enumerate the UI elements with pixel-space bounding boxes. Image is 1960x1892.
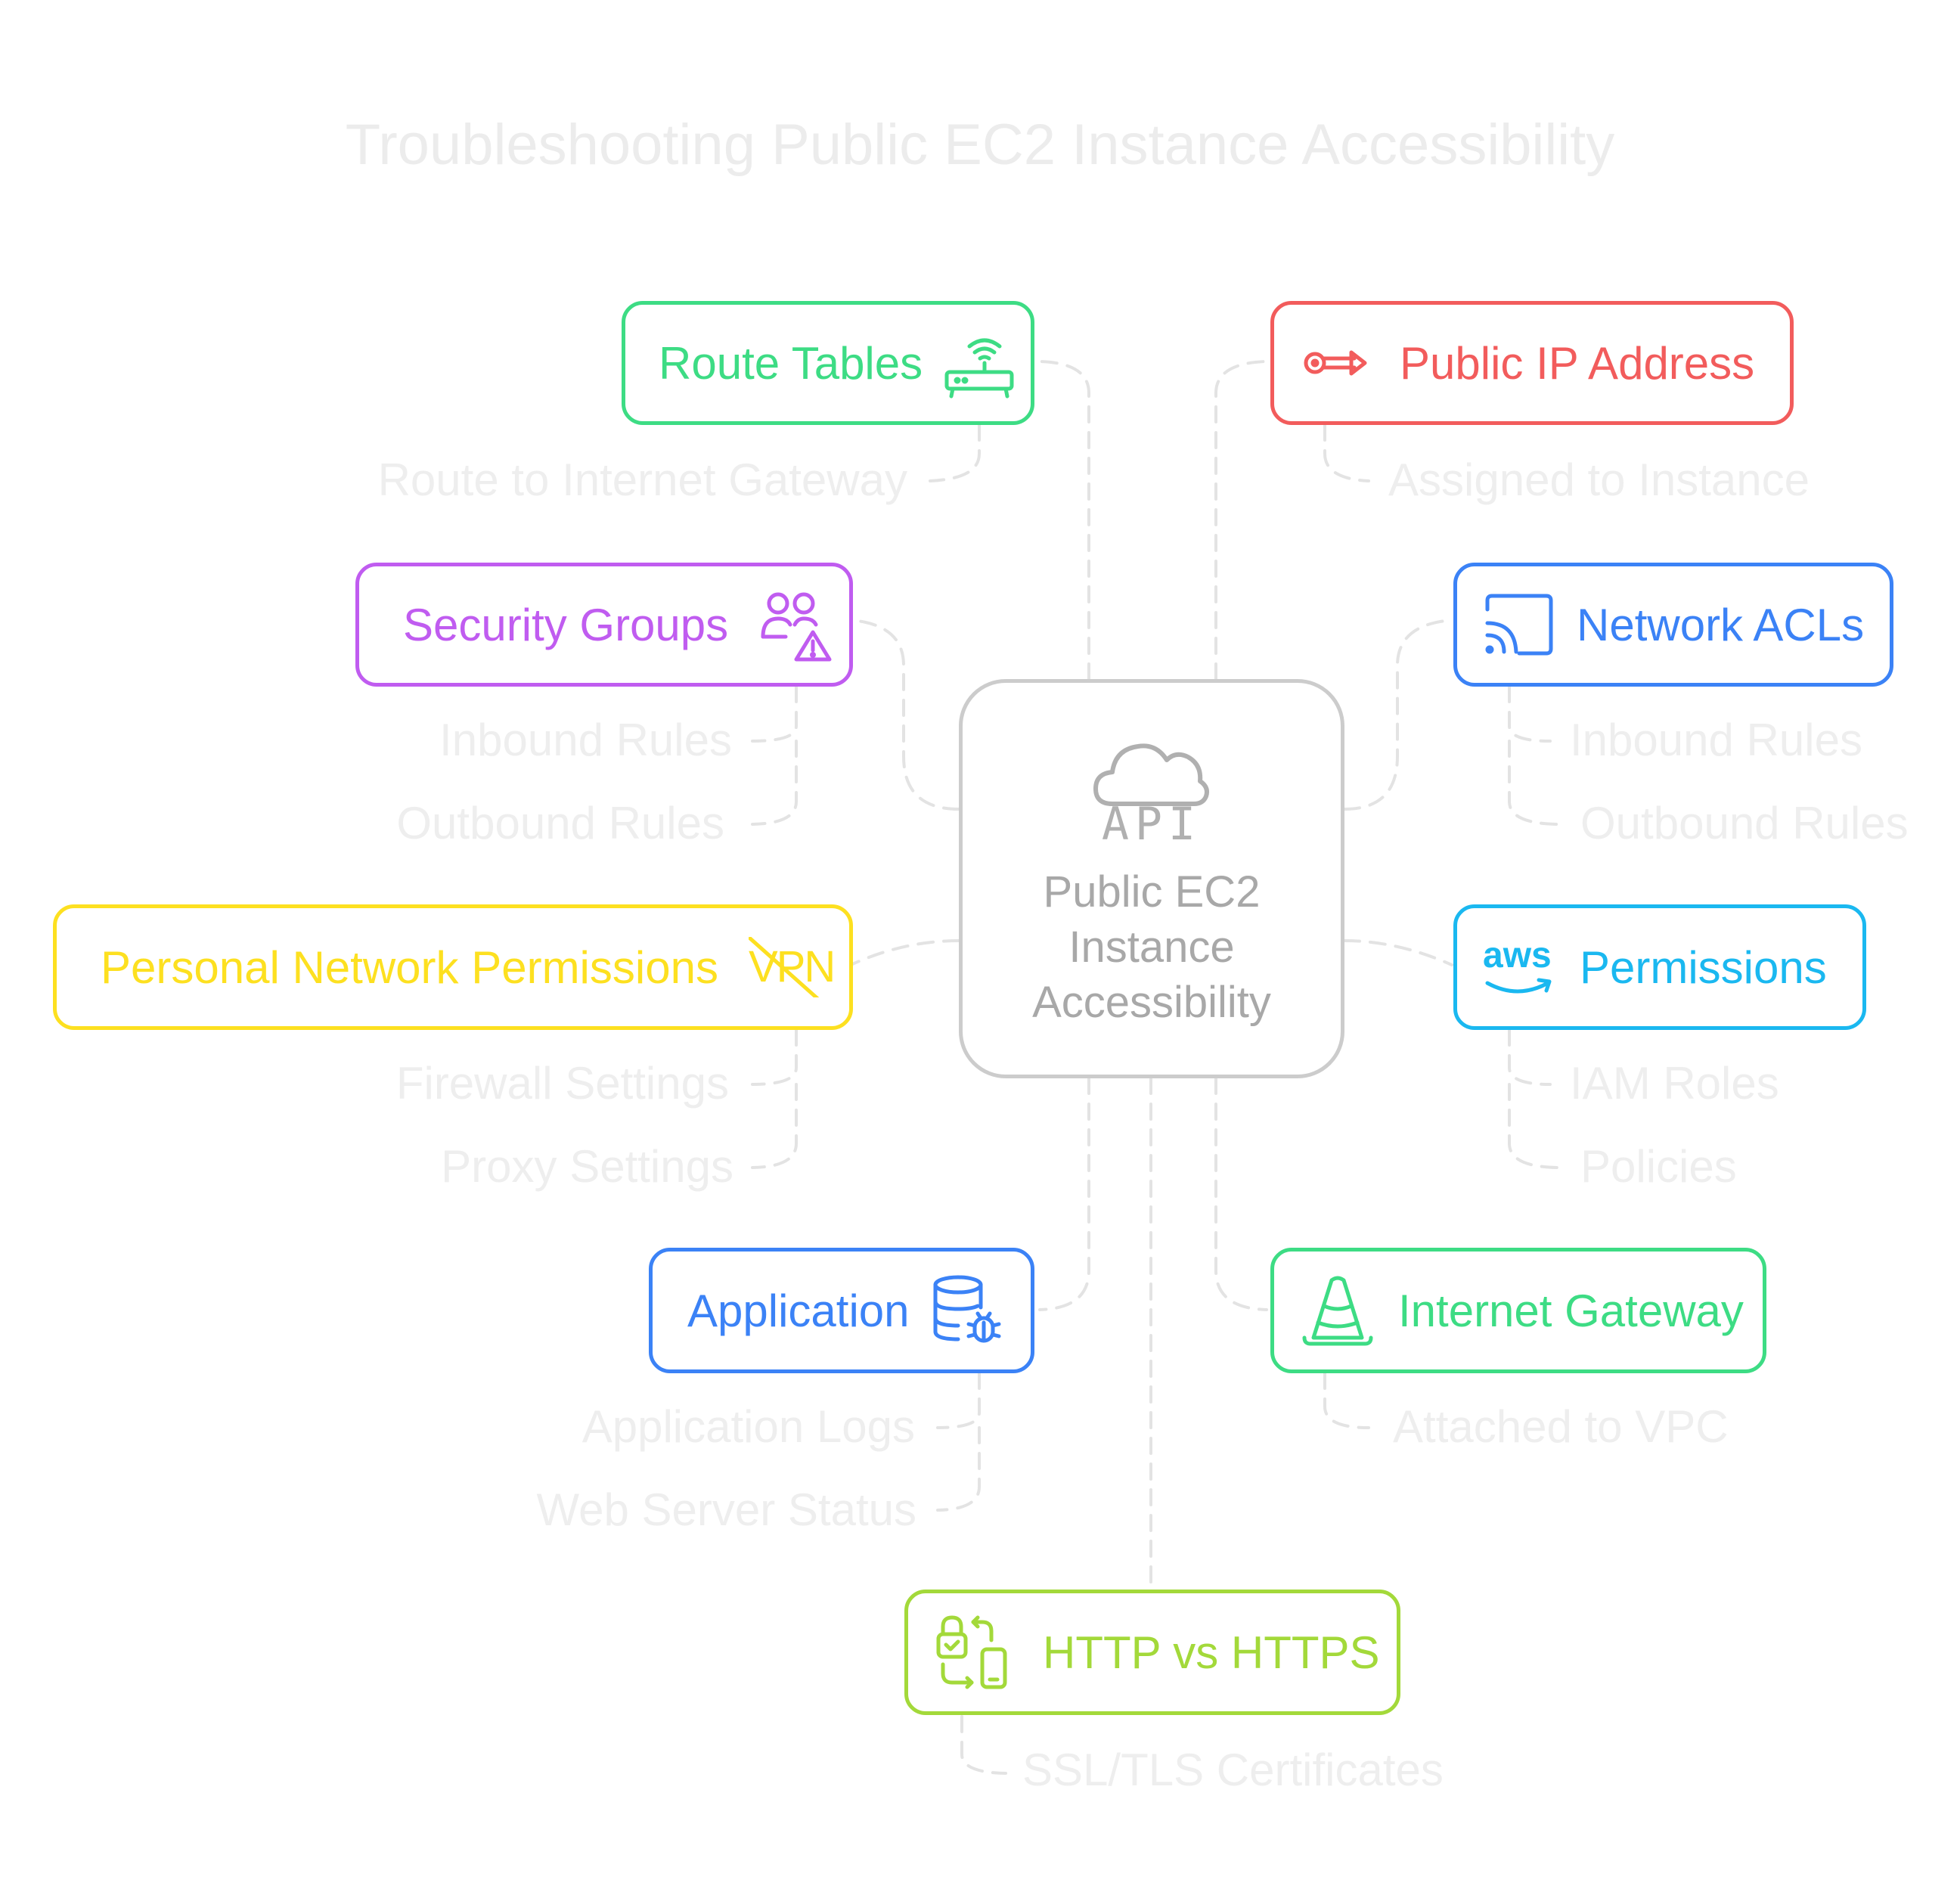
network-acls-label: Network ACLs: [1577, 599, 1865, 650]
cast-screen-icon: [1485, 594, 1553, 656]
connector-sub-proxy: [751, 1083, 798, 1169]
permissions-label: Permissions: [1580, 941, 1827, 993]
connector-sub-web-server: [936, 1426, 981, 1512]
internet-gateway-node[interactable]: Internet Gateway: [1270, 1248, 1766, 1373]
connector-sub-ssl: [960, 1715, 1007, 1775]
sub-sg-outbound: Outbound Rules: [396, 798, 724, 848]
database-bug-icon: [933, 1275, 1001, 1343]
wifi-router-icon: [944, 338, 1014, 399]
connector-permissions: [1343, 939, 1453, 966]
sub-iam-roles: IAM Roles: [1570, 1058, 1779, 1109]
connector-network-acls: [1343, 619, 1453, 811]
connector-sub-acl-outbound: [1508, 740, 1559, 826]
security-groups-node[interactable]: Security Groups: [355, 563, 853, 687]
connector-sub-firewall: [751, 1028, 798, 1086]
sub-assigned-to-instance: Assigned to Instance: [1388, 454, 1810, 505]
http-https-node[interactable]: HTTP vs HTTPS: [904, 1590, 1400, 1715]
traffic-cone-icon: [1302, 1276, 1373, 1346]
sub-policies: Policies: [1580, 1141, 1737, 1192]
aws-text: aws: [1483, 935, 1552, 975]
users-warning-icon: [761, 592, 832, 662]
connector-application: [1038, 1077, 1090, 1311]
application-node[interactable]: Application: [649, 1248, 1034, 1373]
network-acls-node[interactable]: Network ACLs: [1453, 563, 1893, 687]
vpn-off-icon: VPN: [748, 937, 836, 997]
connector-public-ip: [1214, 360, 1268, 681]
connector-sub-app-logs: [936, 1372, 981, 1429]
route-tables-node[interactable]: Route Tables: [622, 301, 1034, 425]
sub-proxy-settings: Proxy Settings: [441, 1141, 733, 1192]
connector-sub-route: [929, 423, 981, 482]
connector-security-groups: [849, 619, 960, 811]
caption-line: Instance: [1068, 923, 1235, 972]
sub-ssl-tls: SSL/TLS Certificates: [1022, 1745, 1444, 1795]
route-tables-label: Route Tables: [659, 337, 923, 389]
connector-sub-iam: [1508, 1028, 1552, 1086]
personal-network-label: Personal Network Permissions: [101, 941, 718, 993]
connector-route-tables: [1038, 360, 1090, 681]
connector-sub-acl-inbound: [1508, 685, 1552, 743]
internet-gateway-label: Internet Gateway: [1398, 1285, 1744, 1336]
sub-application-logs: Application Logs: [581, 1401, 915, 1452]
key-arrow-icon: [1304, 350, 1367, 376]
connector-sub-assigned: [1323, 423, 1370, 482]
sub-acl-outbound: Outbound Rules: [1580, 798, 1909, 848]
public-ip-node[interactable]: Public IP Address: [1270, 301, 1794, 425]
connector-personal-network: [849, 939, 960, 966]
connector-sub-policies: [1508, 1083, 1559, 1169]
cloud-api-icon: [1093, 743, 1209, 806]
caption-line: Public EC2: [1043, 867, 1261, 917]
aws-logo-icon: aws: [1483, 933, 1555, 1001]
sub-acl-inbound: Inbound Rules: [1570, 715, 1862, 765]
http-https-label: HTTP vs HTTPS: [1043, 1627, 1380, 1678]
connector-sub-sg-inbound: [751, 685, 798, 743]
api-label: API: [1101, 798, 1202, 851]
caption-line: Accessibility: [1032, 978, 1271, 1027]
permissions-node[interactable]: aws Permissions: [1453, 904, 1866, 1030]
application-label: Application: [687, 1285, 910, 1336]
personal-network-node[interactable]: Personal Network Permissions VPN: [53, 904, 853, 1030]
sub-sg-inbound: Inbound Rules: [439, 715, 732, 765]
diagram-title: Troubleshooting Public EC2 Instance Acce…: [345, 113, 1615, 177]
connector-sub-vpc: [1323, 1372, 1370, 1429]
sub-attached-to-vpc: Attached to VPC: [1393, 1401, 1729, 1452]
connector-internet-gateway: [1214, 1077, 1268, 1311]
sub-web-server-status: Web Server Status: [536, 1484, 916, 1535]
connector-sub-sg-outbound: [751, 740, 798, 826]
lock-phone-sync-icon: [936, 1615, 1007, 1689]
public-ip-label: Public IP Address: [1400, 337, 1755, 389]
sub-firewall-settings: Firewall Settings: [395, 1058, 729, 1109]
center-hub: API Public EC2 Instance Accessibility: [959, 679, 1344, 1078]
center-caption: Public EC2 Instance Accessibility: [963, 864, 1341, 1030]
sub-route-to-igw: Route to Internet Gateway: [377, 454, 907, 505]
security-groups-label: Security Groups: [403, 599, 729, 650]
